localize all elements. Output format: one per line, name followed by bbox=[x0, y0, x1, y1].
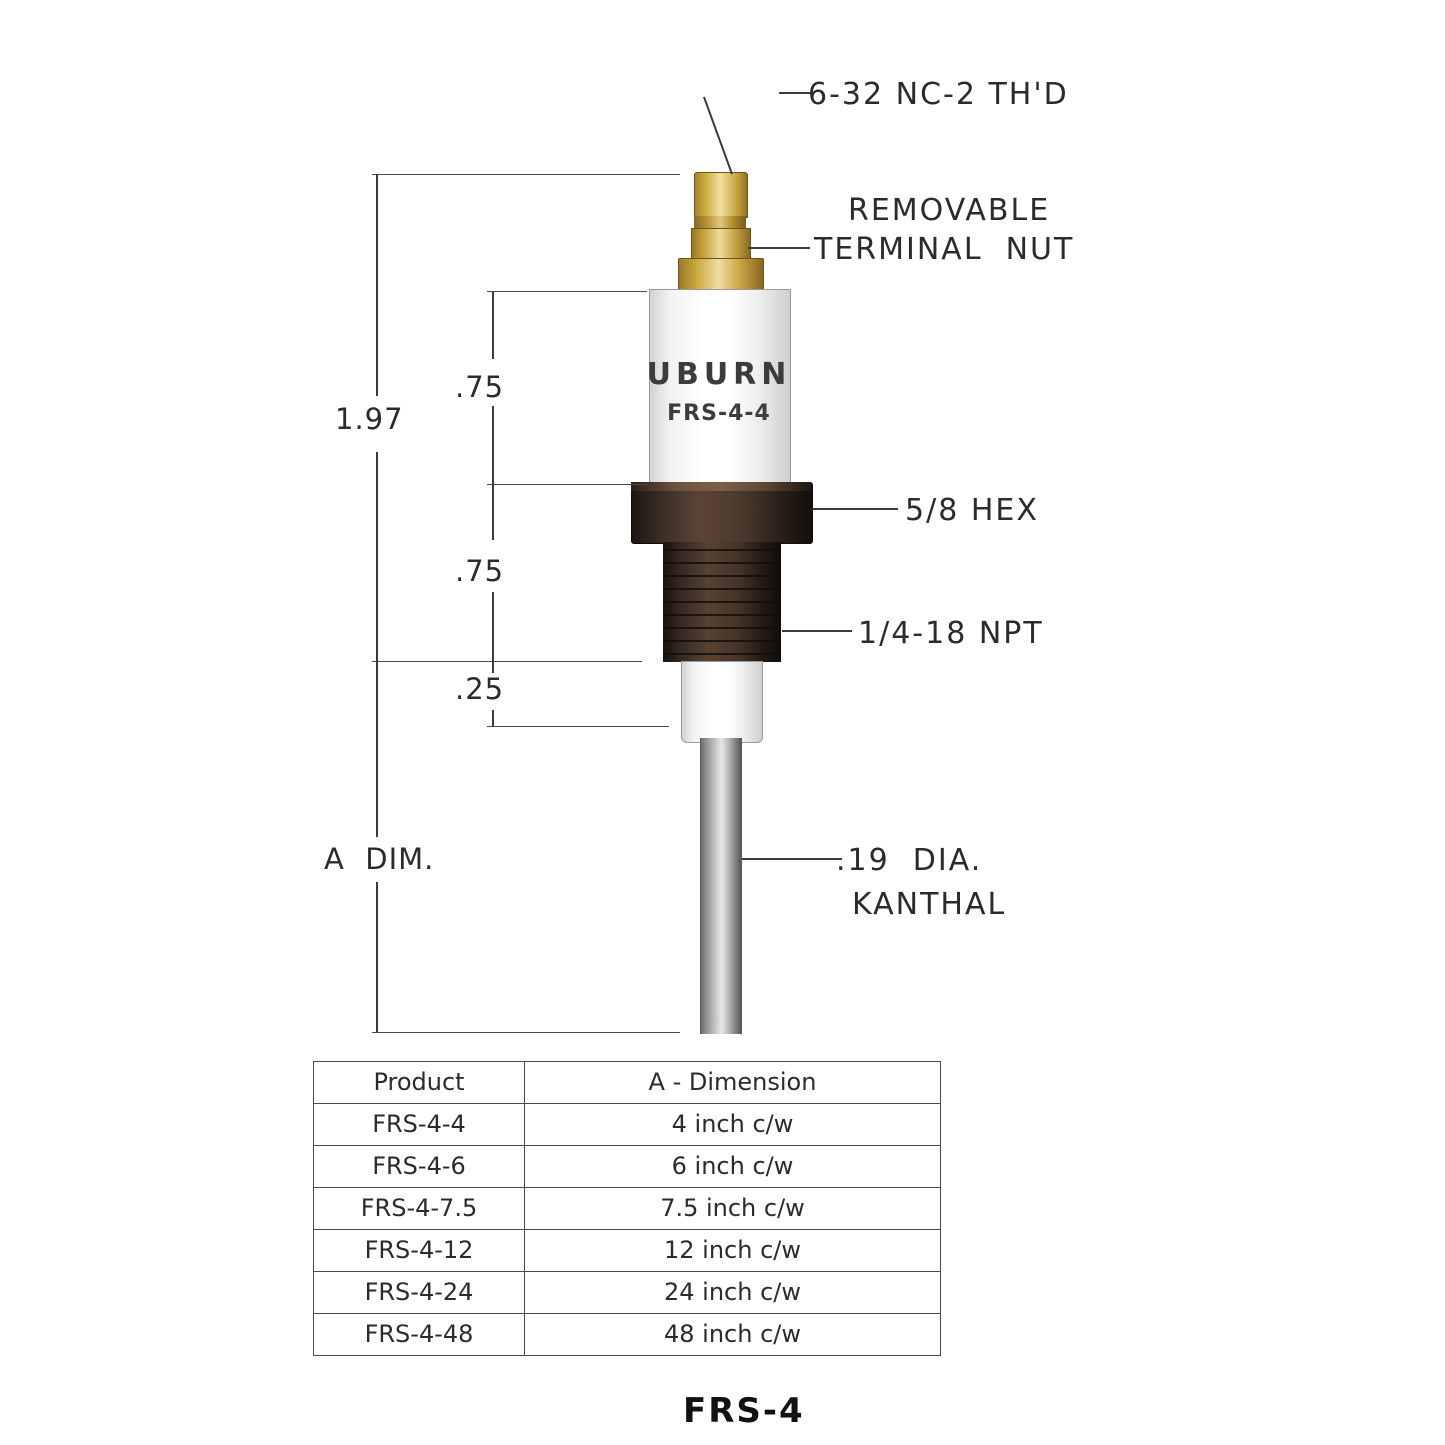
dim-line-75m-lower bbox=[492, 592, 494, 661]
dim-line-75u-upper bbox=[492, 291, 494, 359]
dim-line-25-lower bbox=[492, 710, 494, 726]
dim-label-197: 1.97 bbox=[335, 402, 404, 436]
hex-nut bbox=[631, 482, 813, 544]
cell-dimension: 6 inch c/w bbox=[524, 1145, 941, 1188]
ceramic-insulator bbox=[649, 289, 791, 487]
ext-line-bottom-197 bbox=[372, 661, 642, 662]
callout-npt: 1/4-18 NPT bbox=[858, 616, 1044, 651]
callout-thread-top: 6-32 NC-2 TH'D bbox=[808, 77, 1069, 112]
cell-dimension: 48 inch c/w bbox=[524, 1313, 941, 1356]
dim-line-197-lower bbox=[376, 452, 378, 661]
figure-caption: FRS-4 bbox=[683, 1391, 805, 1431]
table-header-product: Product bbox=[313, 1061, 525, 1104]
dim-line-197-upper bbox=[376, 174, 378, 396]
table-header-dimension: A - Dimension bbox=[524, 1061, 941, 1104]
terminal-stud bbox=[694, 172, 748, 218]
dim-label-adim: A DIM. bbox=[324, 842, 435, 876]
leader-hex bbox=[812, 508, 898, 510]
hex-nut-chamfer bbox=[631, 482, 811, 491]
cell-dimension: 24 inch c/w bbox=[524, 1271, 941, 1314]
cell-dimension: 7.5 inch c/w bbox=[524, 1187, 941, 1230]
dim-label-25: .25 bbox=[455, 672, 505, 706]
terminal-stud-groove bbox=[694, 216, 746, 228]
terminal-nut bbox=[691, 228, 751, 260]
table-header-row: Product A - Dimension bbox=[313, 1061, 941, 1104]
ext-line-75u-bottom bbox=[487, 484, 647, 485]
body-brand-text: UBURN bbox=[646, 357, 792, 392]
dim-line-adim-lower bbox=[376, 882, 378, 1032]
cell-product: FRS-4-7.5 bbox=[313, 1187, 525, 1230]
dim-label-75-middle: .75 bbox=[455, 554, 505, 588]
cell-product: FRS-4-12 bbox=[313, 1229, 525, 1272]
table-row: FRS-4-6 6 inch c/w bbox=[313, 1145, 941, 1188]
leader-npt bbox=[782, 630, 852, 632]
dim-line-25-upper bbox=[492, 661, 494, 673]
dim-line-75u-lower bbox=[492, 406, 494, 484]
leader-thread-top bbox=[779, 92, 811, 94]
callout-rod-line2: KANTHAL bbox=[852, 887, 1007, 922]
callout-terminal-nut-line2: TERMINAL NUT bbox=[814, 232, 1075, 267]
ext-line-75u-top bbox=[487, 291, 647, 292]
table-row: FRS-4-12 12 inch c/w bbox=[313, 1229, 941, 1272]
table-row: FRS-4-4 4 inch c/w bbox=[313, 1103, 941, 1146]
ext-line-top-197 bbox=[372, 174, 680, 175]
callout-rod-line1: .19 DIA. bbox=[836, 843, 983, 878]
table-row: FRS-4-7.5 7.5 inch c/w bbox=[313, 1187, 941, 1230]
leader-thread-top-drop bbox=[703, 96, 733, 175]
leader-rod bbox=[742, 858, 842, 860]
terminal-base-flange bbox=[678, 258, 764, 294]
npt-threads bbox=[663, 542, 781, 662]
cell-dimension: 4 inch c/w bbox=[524, 1103, 941, 1146]
dim-line-adim-upper bbox=[376, 661, 378, 837]
ext-line-adim-bottom bbox=[372, 1032, 680, 1033]
cell-product: FRS-4-24 bbox=[313, 1271, 525, 1314]
cell-product: FRS-4-4 bbox=[313, 1103, 525, 1146]
callout-hex: 5/8 HEX bbox=[905, 493, 1039, 528]
kanthal-rod bbox=[700, 738, 742, 1034]
table-row: FRS-4-48 48 inch c/w bbox=[313, 1313, 941, 1356]
dim-label-75-upper: .75 bbox=[455, 370, 505, 404]
dim-line-75m-upper bbox=[492, 484, 494, 540]
cell-product: FRS-4-6 bbox=[313, 1145, 525, 1188]
lower-insulator bbox=[681, 661, 763, 743]
table-row: FRS-4-24 24 inch c/w bbox=[313, 1271, 941, 1314]
cell-dimension: 12 inch c/w bbox=[524, 1229, 941, 1272]
leader-terminal-nut bbox=[748, 247, 810, 249]
callout-terminal-nut-line1: REMOVABLE bbox=[848, 193, 1051, 228]
body-model-text: FRS-4-4 bbox=[667, 401, 771, 426]
a-dimension-table: Product A - Dimension FRS-4-4 4 inch c/w… bbox=[313, 1061, 941, 1356]
cell-product: FRS-4-48 bbox=[313, 1313, 525, 1356]
ext-line-25-bottom bbox=[487, 726, 669, 727]
